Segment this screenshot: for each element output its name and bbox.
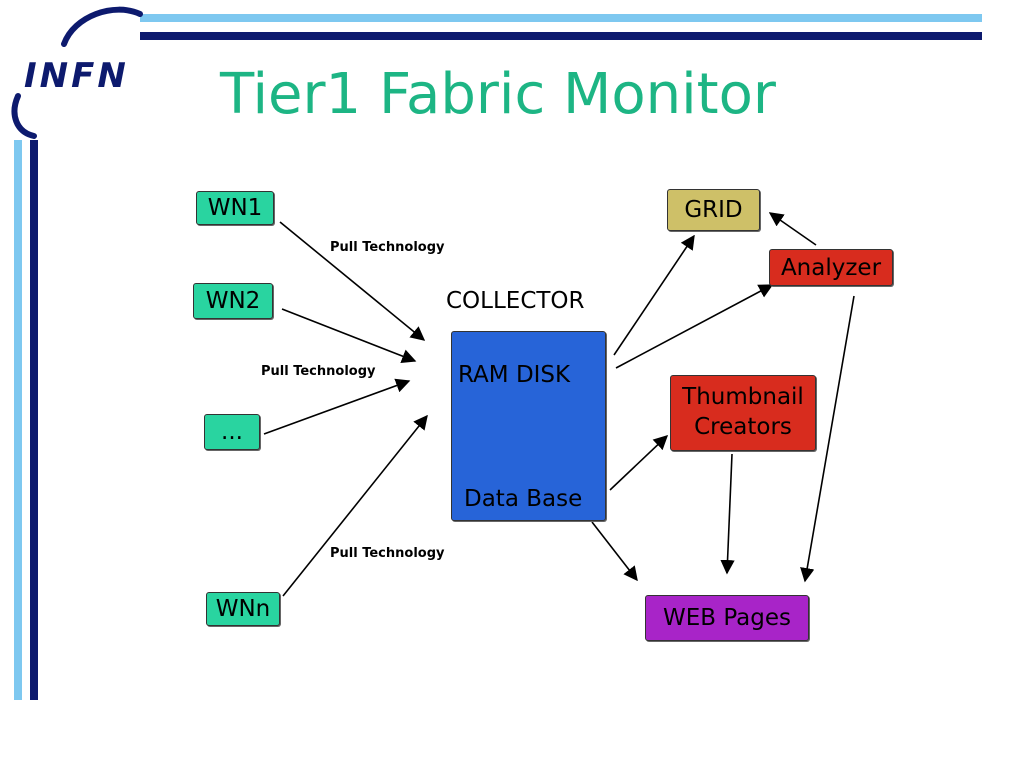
arrow-dots-collector: [263, 378, 411, 435]
arrow-wnn-collector: [282, 414, 428, 597]
pull-technology-label: Pull Technology: [330, 546, 445, 561]
node-analyzer: Analyzer: [769, 249, 893, 286]
creators-label: Creators: [694, 414, 792, 440]
header-bar-light: [140, 14, 982, 22]
arrow-collector-analyzer: [615, 284, 774, 369]
pull-technology-label: Pull Technology: [261, 364, 376, 379]
database-label: Data Base: [464, 486, 583, 512]
thumbnail-label: Thumbnail: [682, 384, 804, 411]
side-bar-light: [14, 140, 22, 700]
ram-disk-label: RAM DISK: [458, 362, 571, 388]
logo-swoosh-icon: [11, 6, 143, 139]
arrow-database-webpages: [591, 521, 638, 582]
node-more: ...: [204, 414, 260, 450]
arrow-wn1-collector: [279, 221, 426, 341]
collector-box: RAM DISK Data Base: [451, 331, 606, 521]
arrow-analyzer-webpages: [800, 295, 855, 583]
collector-label: COLLECTOR: [446, 288, 585, 314]
logo-text: INFN: [24, 56, 129, 96]
infn-logo: INFN: [4, 4, 144, 139]
arrow-wn2-collector: [281, 308, 417, 363]
node-wn1: WN1: [196, 191, 274, 225]
node-wnn: WNn: [206, 592, 280, 626]
header-bar-dark: [140, 32, 982, 40]
pull-technology-label: Pull Technology: [330, 240, 445, 255]
arrow-thumbnail-webpages: [720, 453, 735, 575]
arrow-database-thumbnail: [609, 435, 669, 491]
arrow-collector-grid: [613, 234, 695, 356]
node-thumbnail-creators: Thumbnail Creators: [670, 375, 816, 451]
side-bar-dark: [30, 140, 38, 700]
node-wn2: WN2: [193, 283, 273, 319]
node-grid: GRID: [667, 189, 760, 231]
page-title: Tier1 Fabric Monitor: [220, 62, 776, 127]
arrow-analyzer-grid: [768, 212, 817, 246]
node-web-pages: WEB Pages: [645, 595, 809, 641]
